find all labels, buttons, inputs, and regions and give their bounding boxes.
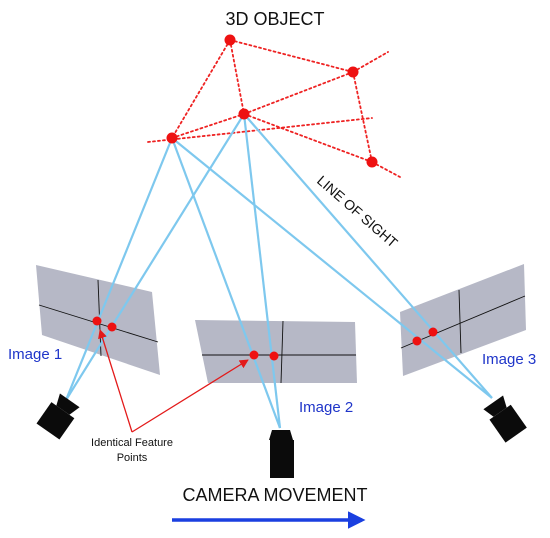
- feature-point: [269, 351, 279, 361]
- object-wireframe: [147, 39, 401, 178]
- camera-icon: [36, 393, 80, 440]
- object-vertices: [166, 34, 378, 168]
- object-vertex: [238, 108, 250, 120]
- feature-point: [428, 327, 438, 337]
- image-label-2: Image 2: [299, 399, 353, 416]
- object-vertex: [347, 66, 359, 78]
- sight-lines: [64, 113, 493, 429]
- object-vertex: [224, 34, 236, 46]
- feature-point: [107, 322, 117, 332]
- image-plane-2: [195, 320, 357, 384]
- feature-note-line-1: Identical Feature: [91, 437, 173, 449]
- feature-note-line-2: Points: [117, 452, 148, 464]
- object-vertex: [166, 132, 178, 144]
- title: 3D OBJECT: [225, 9, 324, 29]
- feature-point: [412, 336, 422, 346]
- image-label-3: Image 3: [482, 351, 536, 368]
- line-of-sight-label: LINE OF SIGHT: [314, 172, 401, 251]
- camera-icon: [269, 430, 294, 478]
- image-label-1: Image 1: [8, 346, 62, 363]
- camera-icon: [483, 395, 527, 443]
- object-vertex: [366, 156, 378, 168]
- feature-points: [92, 316, 438, 361]
- feature-arrows: [98, 329, 249, 433]
- camera-movement-label: CAMERA MOVEMENT: [182, 485, 367, 505]
- feature-point: [249, 350, 259, 360]
- feature-point: [92, 316, 102, 326]
